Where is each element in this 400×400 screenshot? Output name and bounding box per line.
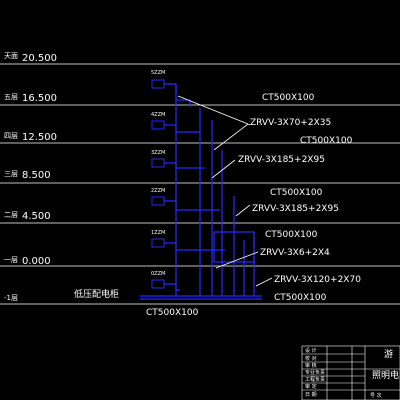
risers [140,83,262,300]
distribution-box [151,158,165,168]
leader-line [211,159,236,179]
floor-elevation: 20.500 [22,53,57,64]
title-bottom: 号 次 [370,392,382,399]
floor-name: 三层 [4,170,18,178]
tray-labels: CT500X100 CT500X100 CT500X100 CT500X100 … [146,93,353,318]
title-row-label: 日 期 [305,392,317,398]
box-tag: 1ZZM [151,230,165,236]
box-tag: 5ZZM [151,70,165,76]
feeder-0 [164,283,180,291]
floor-elevation: 16.500 [22,93,57,104]
drawing-name: 照明电 [372,369,399,381]
cable-label: ZRVV-3X120+2X70 [274,275,361,285]
box-tag: 3ZZM [151,150,165,156]
title-row-label: 专业负责 [305,369,325,376]
title-row-label: 审 核 [305,362,317,369]
floor-name: 二层 [4,211,18,219]
distribution-box [151,79,165,89]
title-block-frame [301,345,400,400]
feeder-4 [164,124,200,133]
feeder-5 [164,83,191,107]
floor-labels: 天面 20.500 五层 16.500 四层 12.500 三层 8.500 二… [4,52,57,302]
tray-label: CT500X100 [262,93,315,103]
leader-line [215,251,259,269]
title-row-label: 工程负责 [305,376,325,383]
title-block-text: 设 计 校 对 审 核 专业负责 工程负责 审 定 日 期 游 照明电 号 次 [305,347,399,399]
feeder-1 [164,242,225,251]
leader-line [235,204,251,217]
leader-line [213,123,249,151]
leader-line [177,95,249,125]
floor-name: 五层 [4,93,18,101]
box-tag: 2ZZM [151,188,165,194]
tray-label: CT500X100 [274,293,327,303]
tray-label: CT500X100 [146,308,199,318]
cable-labels: ZRVV-3X70+2X35 ZRVV-3X185+2X95 ZRVV-3X18… [238,118,361,285]
leader-line [247,123,251,126]
distribution-box [151,279,165,289]
title-row-label: 审 定 [305,383,317,390]
tray-label: CT500X100 [300,136,353,146]
floor-elevation: 8.500 [22,170,51,181]
cable-label: ZRVV-3X185+2X95 [252,204,339,214]
cable-label: ZRVV-3X70+2X35 [250,118,331,128]
title-row-label: 校 对 [305,355,317,362]
cable-label: ZRVV-3X6+2X4 [260,248,330,258]
floor-elevation: 0.000 [22,256,51,267]
riser-bracket [213,231,255,263]
floor-elevation: 12.500 [22,132,57,143]
title-row-label: 设 计 [305,347,317,354]
distribution-box [151,196,165,206]
floor-name: -1层 [4,294,18,302]
feeder-3 [164,162,205,169]
box-tag: 0ZZM [151,271,165,277]
tray-label: CT500X100 [270,188,323,198]
floor-elevation: 4.500 [22,211,51,222]
leader-lines [177,95,273,287]
floor-name: 天面 [4,52,18,60]
floor-name: 四层 [4,132,18,140]
distribution-box [151,238,165,248]
distribution-boxes: 5ZZM 4ZZM 3ZZM 2ZZM 1ZZM 0ZZM [151,70,165,289]
tray-label: CT500X100 [265,230,318,240]
distribution-box [151,120,165,130]
low-voltage-panel-label: 低压配电柜 [74,288,119,300]
cable-label: ZRVV-3X185+2X95 [238,155,325,165]
project-name: 游 [384,348,393,360]
title-block [301,345,400,400]
leader-line [255,277,273,287]
box-tag: 4ZZM [151,112,165,118]
floor-name: 一层 [4,256,18,264]
